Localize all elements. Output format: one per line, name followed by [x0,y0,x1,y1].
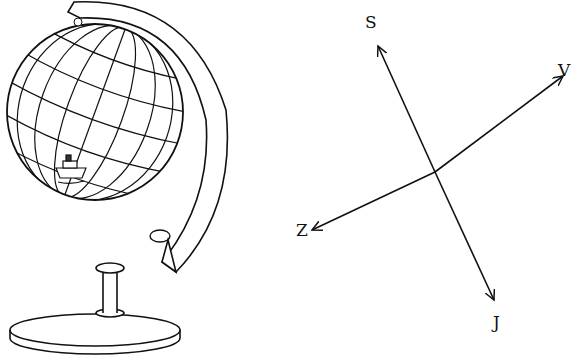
direction-letter: V [558,62,570,79]
meridian-ring [68,2,227,272]
ship [56,155,86,183]
compass-arrows [312,46,563,300]
direction-letter: J [493,314,500,331]
direction-letter: S [365,14,377,31]
direction-letter: Z [296,222,308,239]
globe-stand [10,263,180,354]
